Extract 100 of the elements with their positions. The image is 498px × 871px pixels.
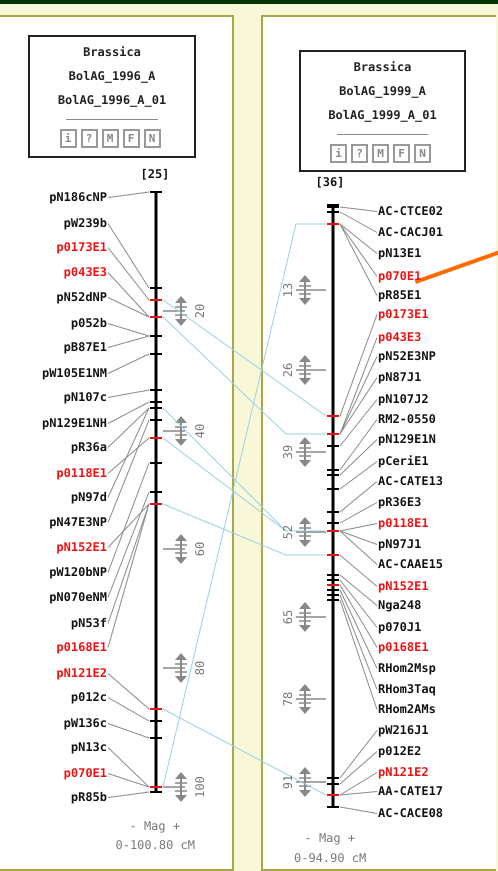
marker-label: p043E3	[64, 265, 107, 280]
marker-label: p070E1	[378, 269, 422, 284]
leader-line	[340, 356, 378, 434]
correspondence-line	[162, 316, 326, 434]
leader-line	[108, 336, 150, 348]
scale-label: 91	[281, 774, 296, 790]
chromosome-bar	[326, 204, 340, 808]
scale-label: 40	[193, 424, 208, 438]
marker-label: RHom2AMs	[378, 702, 436, 717]
marker-label: p070E1	[64, 766, 107, 781]
scale-label: 60	[193, 542, 208, 556]
marker-label: pN129E1NH	[42, 416, 107, 431]
leader-line	[340, 399, 378, 446]
leader-line	[340, 574, 378, 606]
leader-line	[340, 224, 378, 254]
marker-label: p070J1	[378, 620, 422, 635]
marker-label: pW239b	[64, 216, 107, 231]
marker-label: p0168E1	[56, 640, 107, 655]
leader-line	[340, 600, 378, 710]
leader-line	[108, 747, 150, 788]
leader-line	[340, 554, 378, 587]
leader-line	[108, 247, 150, 300]
marker-label: p043E3	[378, 330, 422, 345]
map-title-box	[28, 35, 196, 158]
leader-line	[108, 408, 150, 448]
marker-label: pW105E1NM	[42, 366, 107, 381]
leader-line	[108, 438, 150, 474]
map-button: ?	[351, 144, 368, 163]
marker-label: AC-CTCE02	[378, 204, 444, 219]
scale-label: 13	[281, 282, 296, 298]
leader-line	[340, 530, 378, 565]
leader-line	[108, 408, 150, 498]
leader-line	[108, 390, 150, 398]
leader-line	[108, 504, 150, 648]
leader-line	[340, 419, 378, 470]
marker-label: pB87E1	[64, 340, 107, 355]
leader-line	[108, 673, 150, 710]
marker-label: p052b	[70, 316, 107, 331]
leader-line	[340, 806, 378, 814]
leader-line	[108, 462, 150, 573]
leader-line	[340, 337, 378, 434]
leader-line	[340, 580, 378, 628]
marker-count-label: [36]	[316, 175, 344, 189]
marker-label: RHom3Taq	[378, 682, 436, 697]
marker-label: p0173E1	[56, 240, 107, 255]
marker-label: pN107c	[64, 390, 107, 405]
marker-label: AA-CATE17	[378, 784, 444, 799]
correspondence-line	[162, 504, 326, 556]
marker-label: pW120bNP	[49, 565, 107, 580]
range-label: 0-100.80 cM	[116, 838, 195, 852]
map-button: ?	[80, 129, 98, 148]
leader-line	[340, 730, 378, 778]
magnify-control: - Mag +	[304, 831, 356, 845]
marker-label: RM2-0550	[378, 412, 436, 427]
map-title-text: Brassica	[82, 45, 142, 60]
leader-line	[340, 481, 378, 512]
marker-label: pN129E1N	[378, 432, 436, 447]
map-title-text: Brassica	[352, 60, 412, 75]
marker-label: p0173E1	[378, 307, 429, 322]
leader-line	[340, 523, 378, 532]
marker-label: pN52dNP	[56, 290, 107, 305]
leader-line	[108, 504, 150, 548]
leader-line	[340, 461, 378, 490]
marker-label: AC-CACE08	[378, 806, 444, 821]
scale-label: 78	[281, 692, 296, 706]
map-button: N	[144, 129, 160, 148]
map-button: N	[414, 144, 431, 163]
leader-line	[340, 212, 378, 233]
marker-label: pW136c	[64, 716, 107, 731]
correspondence-line	[162, 224, 326, 788]
marker-label: pN070eNM	[49, 590, 107, 605]
leader-line	[340, 502, 378, 524]
correspondence-line	[162, 708, 326, 796]
leader-line	[340, 224, 378, 277]
leader-line	[340, 751, 378, 784]
map-button: M	[102, 129, 118, 148]
magnify-control: - Mag +	[130, 819, 180, 833]
marker-label: pN13c	[70, 740, 107, 755]
marker-label: AC-CAAE15	[378, 557, 444, 572]
leader-line	[340, 439, 378, 476]
scale-label: 80	[193, 660, 208, 676]
map-button: F	[393, 144, 410, 163]
leader-line	[108, 697, 150, 722]
leader-line	[108, 272, 150, 318]
marker-label: Nga248	[378, 598, 422, 613]
scale-label: 52	[281, 524, 296, 540]
marker-label: p0168E1	[378, 640, 429, 655]
marker-label: AC-CACJ01	[378, 225, 444, 240]
marker-label: pN97J1	[378, 537, 422, 552]
leader-line	[108, 504, 150, 624]
leader-line	[108, 192, 150, 198]
leader-line	[108, 773, 150, 788]
leader-line	[108, 297, 150, 318]
marker-label: pCeriE1	[378, 454, 429, 469]
leader-line	[340, 314, 378, 416]
marker-label: p0118E1	[378, 516, 429, 531]
map-title-text: BolAG_1996_A	[68, 69, 156, 84]
marker-label: p0118E1	[56, 466, 107, 481]
map-title-text: BolAG_1999_A_01	[327, 108, 438, 123]
marker-label: pN13E1	[378, 246, 422, 261]
